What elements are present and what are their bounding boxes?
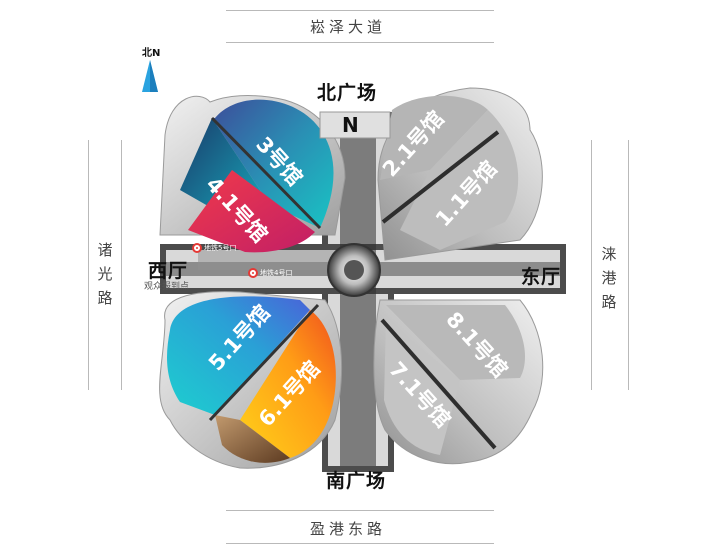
central-rotunda bbox=[327, 243, 381, 297]
east-road-label: 涞港路 bbox=[601, 245, 617, 311]
metro-pin-icon bbox=[248, 268, 258, 278]
south-road-label: 盈港东路 bbox=[310, 520, 387, 538]
north-road-line-top bbox=[226, 10, 494, 11]
north-gate-label: N bbox=[342, 113, 359, 137]
north-gate-block bbox=[319, 111, 391, 139]
north-road-label: 崧泽大道 bbox=[310, 18, 387, 36]
metro-exit-5-marker[interactable]: 地铁5号口 bbox=[192, 243, 236, 253]
south-plaza-label: 南广场 bbox=[326, 470, 387, 492]
pavilion-cluster-sw: 5.1号馆 6.1号馆 bbox=[159, 291, 343, 469]
west-hall-sub-label: 观众报到点 bbox=[144, 282, 190, 292]
south-road-line-bottom bbox=[226, 543, 494, 544]
metro-exit-5-label: 地铁5号口 bbox=[204, 244, 237, 252]
east-road-line-right bbox=[628, 140, 629, 390]
west-road-label: 诸光路 bbox=[97, 241, 113, 307]
pavilion-cluster-se: 8.1号馆 7.1号馆 bbox=[373, 299, 544, 465]
south-road-line-top bbox=[226, 510, 494, 511]
metro-exit-4-label: 地铁4号口 bbox=[260, 269, 293, 277]
west-road-line-left bbox=[88, 140, 89, 390]
compass-label: 北N bbox=[142, 48, 161, 59]
east-hall-label: 东厅 bbox=[521, 266, 562, 288]
compass-arrow-icon bbox=[142, 60, 158, 92]
west-hall-label: 西厅 bbox=[148, 260, 189, 282]
metro-exit-4-marker[interactable]: 地铁4号口 bbox=[248, 268, 292, 278]
west-road-line-right bbox=[121, 140, 122, 390]
north-road-line-bottom bbox=[226, 42, 494, 43]
east-road-line-left bbox=[591, 140, 592, 390]
metro-pin-icon bbox=[192, 243, 202, 253]
north-plaza-label: 北广场 bbox=[317, 82, 378, 104]
pavilion-cluster-ne: 2.1号馆 1.1号馆 bbox=[377, 87, 543, 261]
pavilion-cluster-nw: 3号馆 4.1号馆 bbox=[159, 95, 346, 253]
